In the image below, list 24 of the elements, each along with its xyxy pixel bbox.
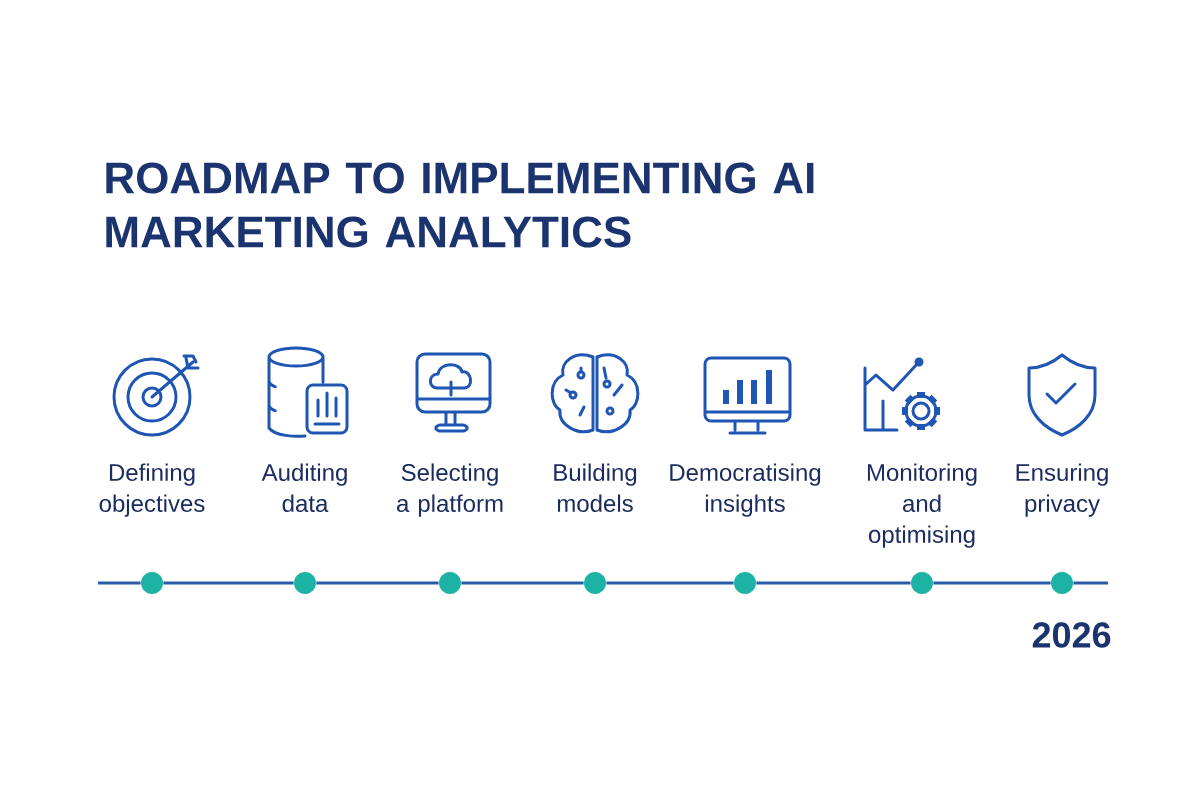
title: ROADMAP TO IMPLEMENTING AI MARKETING ANALYTICS xyxy=(106,162,814,248)
timeline-line xyxy=(756,581,911,585)
timeline-dot xyxy=(734,572,756,594)
step-label: Selecting a platform xyxy=(397,463,503,517)
timeline-line xyxy=(316,581,439,585)
step-label: Auditing data xyxy=(261,463,347,512)
timeline-dot xyxy=(911,572,933,594)
step-label: Democratising insights xyxy=(670,463,821,517)
step-label: Defining objectives xyxy=(99,463,205,517)
timeline-line xyxy=(461,581,584,585)
step-label: Monitoring and optimising xyxy=(867,463,977,548)
timeline-line xyxy=(1073,581,1108,585)
timeline-dot xyxy=(294,572,316,594)
timeline-dot xyxy=(584,572,606,594)
step-label: Building models xyxy=(554,463,637,512)
year-label: 2026 xyxy=(1032,622,1111,648)
timeline-line xyxy=(163,581,294,585)
timeline-dot xyxy=(1051,572,1073,594)
timeline-line xyxy=(606,581,734,585)
timeline-dot xyxy=(439,572,461,594)
timeline-line xyxy=(933,581,1051,585)
timeline-dot xyxy=(141,572,163,594)
step-label: Ensuring privacy xyxy=(1016,463,1108,517)
timeline-line xyxy=(98,581,141,585)
